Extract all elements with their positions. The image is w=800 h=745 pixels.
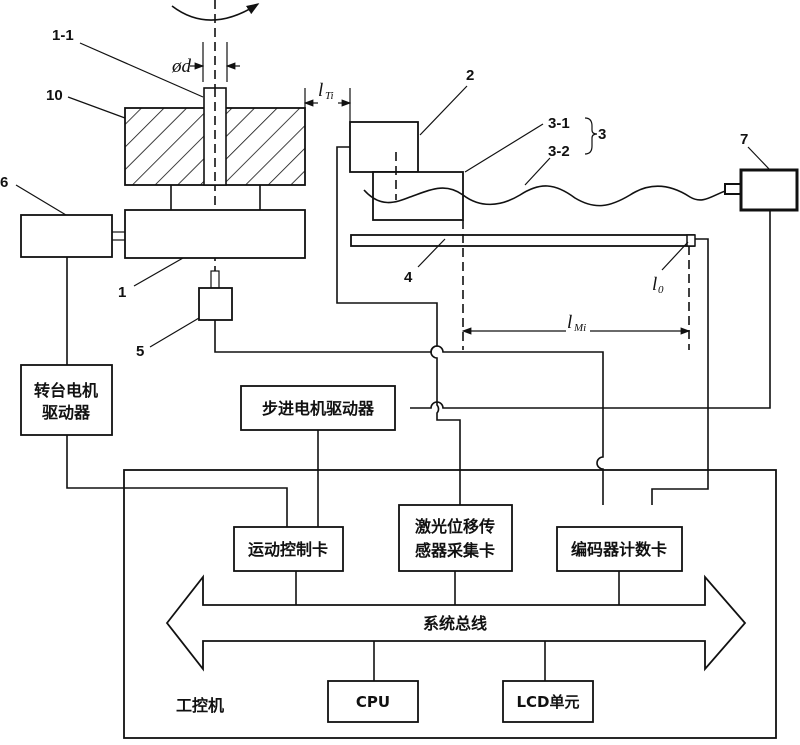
stepper-driver-text: 步进电机驱动器 — [262, 399, 375, 418]
lcd-text: LCD单元 — [516, 693, 579, 711]
turntable-motor-driver — [20, 364, 113, 436]
stepper-motor-7 — [739, 168, 799, 212]
leader-3-2 — [524, 157, 551, 186]
wire-scale — [651, 238, 709, 505]
lti-subscript: Ti — [325, 90, 334, 102]
lmi-subscript: Mi — [573, 322, 586, 334]
stepper-motor-shaft — [724, 183, 742, 195]
motion-control-card — [233, 526, 344, 572]
turntable-driver-line1: 转台电机 — [34, 381, 98, 400]
turntable-1 — [124, 209, 306, 259]
wire-turntable-driver — [66, 435, 288, 527]
industrial-pc — [123, 469, 777, 739]
cpu-text: CPU — [356, 693, 390, 711]
laser-card-line2: 感器采集卡 — [415, 541, 495, 560]
leader-3-1 — [464, 123, 544, 173]
encoder-card-text: 编码器计数卡 — [571, 540, 667, 559]
encoder-counter-card — [556, 526, 683, 572]
leader-6 — [15, 184, 67, 216]
leader-l0 — [661, 241, 689, 271]
leader-5 — [149, 317, 200, 348]
leader-1-1 — [79, 42, 204, 98]
label-1: 1 — [118, 284, 126, 301]
label-2: 2 — [466, 67, 474, 84]
label-1-1: 1-1 — [52, 27, 74, 44]
leader-10 — [67, 96, 126, 119]
turntable-driver-line2: 驱动器 — [42, 403, 91, 422]
lmi-label: l — [567, 312, 572, 333]
rotation-arrow-icon — [171, 3, 260, 21]
wire-encoder — [214, 320, 604, 505]
leader-4 — [417, 238, 446, 268]
label-7: 7 — [740, 131, 748, 148]
wire-stepper-motor — [410, 210, 771, 409]
label-3: 3 — [598, 126, 606, 143]
encoder-5 — [198, 287, 233, 321]
leader-1 — [133, 257, 184, 287]
system-bus-label: 系统总线 — [423, 614, 487, 633]
label-6: 6 — [0, 174, 8, 191]
leader-2 — [419, 85, 468, 136]
system-bus — [165, 574, 747, 672]
label-3-1: 3-1 — [548, 115, 570, 132]
label-3-2: 3-2 — [548, 143, 570, 160]
l0-subscript: 0 — [658, 284, 664, 296]
flexible-wire-3-2 — [363, 185, 736, 207]
component-3-1 — [372, 171, 464, 221]
scale-4 — [350, 234, 695, 247]
laser-sensor-card — [398, 504, 513, 572]
scale-end-marker — [686, 234, 696, 247]
label-4: 4 — [404, 269, 413, 286]
laser-card-line1: 激光位移传 — [415, 517, 495, 536]
label-10: 10 — [46, 87, 63, 104]
diameter-label: ød — [171, 56, 192, 77]
label-5: 5 — [136, 343, 144, 360]
cpu-block — [327, 680, 419, 723]
l0-label: l — [652, 274, 657, 295]
turntable-motor-6 — [20, 214, 113, 258]
leader-7 — [747, 146, 771, 171]
motion-card-text: 运动控制卡 — [248, 540, 328, 559]
lcd-unit-block — [502, 680, 594, 723]
ipc-label: 工控机 — [176, 696, 224, 715]
stepper-motor-driver — [240, 385, 396, 431]
encoder-coupling — [210, 270, 220, 289]
lti-label: l — [318, 80, 323, 101]
laser-sensor-2 — [349, 121, 419, 173]
brace-3 — [584, 117, 598, 155]
